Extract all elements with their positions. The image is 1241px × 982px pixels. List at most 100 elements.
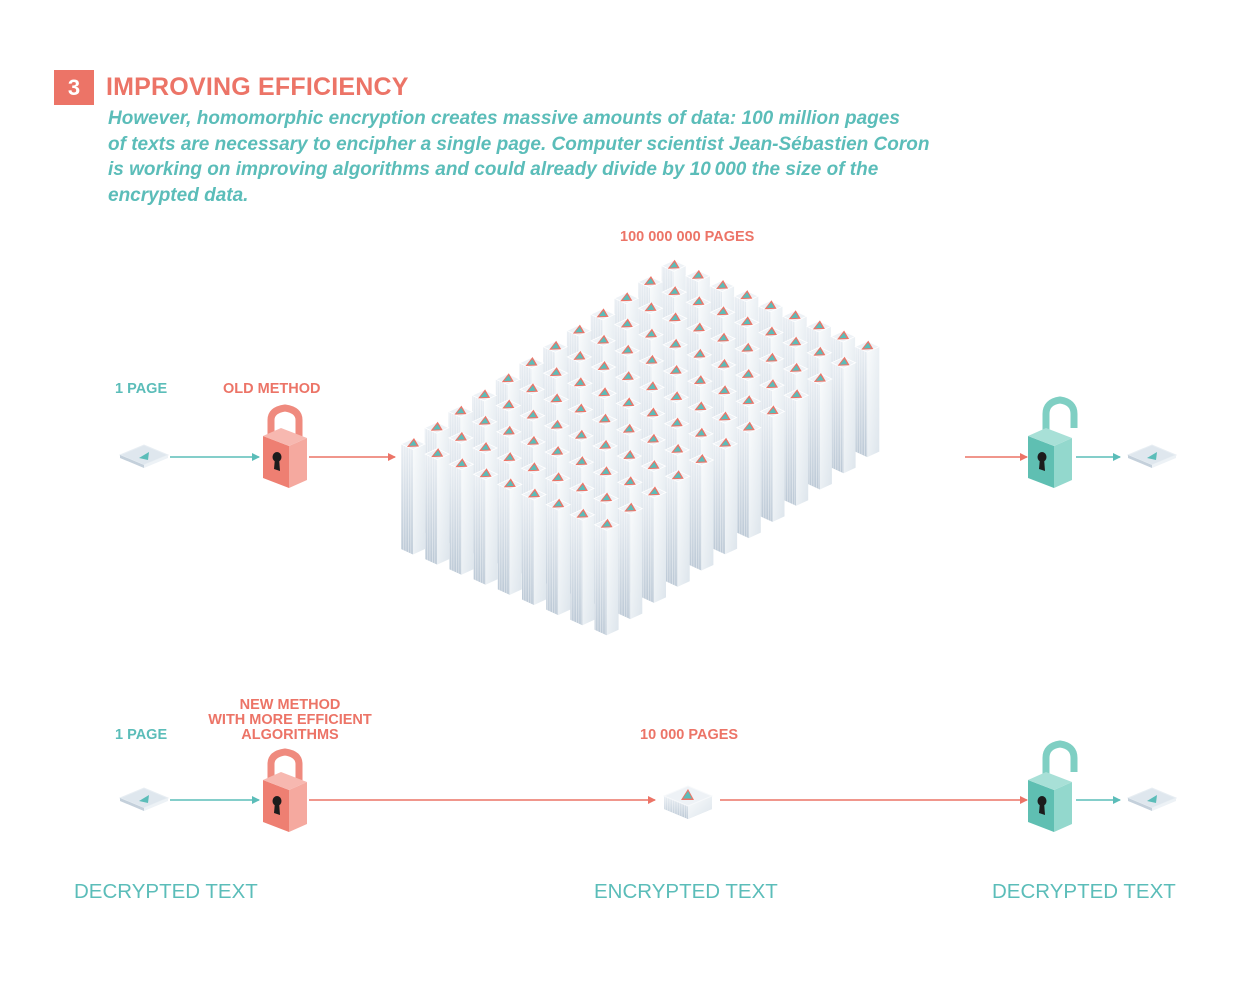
page-column-face xyxy=(497,484,510,595)
page-column-face xyxy=(576,379,584,385)
intro-line: encrypted data. xyxy=(108,184,249,206)
page-column-face xyxy=(506,480,514,487)
page-column-face xyxy=(673,446,681,452)
page-column-face xyxy=(551,369,560,375)
page-column-face xyxy=(719,361,728,367)
page-column-face xyxy=(646,304,655,311)
encrypted-pages-stack-small xyxy=(662,785,714,819)
page-column-face xyxy=(449,464,462,575)
page-column-face xyxy=(647,357,656,363)
intro-line: of texts are necessary to encipher a sin… xyxy=(108,133,930,155)
page-column-face xyxy=(598,310,607,317)
page-column-face xyxy=(744,371,752,377)
page-column-face xyxy=(790,312,799,319)
bottom-output-page-icon xyxy=(1127,787,1177,812)
page-column-face xyxy=(792,391,800,397)
page-column-face xyxy=(695,324,703,331)
page-column-face xyxy=(697,456,706,462)
page-column-face xyxy=(665,476,678,587)
page-column-face xyxy=(839,359,848,365)
page-column-face xyxy=(481,444,489,450)
page-column-face xyxy=(649,436,657,442)
page-column-face xyxy=(669,262,678,268)
page-column-face xyxy=(528,385,536,392)
page-column-face xyxy=(743,344,752,351)
page-column-face xyxy=(791,338,799,345)
page-column-face xyxy=(481,470,490,477)
page-column-face xyxy=(534,494,546,605)
page-column-face xyxy=(670,314,679,321)
page-column-face xyxy=(599,336,607,343)
page-column-face xyxy=(530,490,538,497)
new-method-label: NEW METHOD WITH MORE EFFICIENT ALGORITHM… xyxy=(190,698,390,743)
page-column-face xyxy=(630,508,643,620)
page-column-face xyxy=(505,428,513,434)
page-column-face xyxy=(672,393,680,400)
page-column-face xyxy=(767,328,775,335)
page-column-face xyxy=(766,302,775,308)
page-column-face xyxy=(551,343,559,349)
page-column-face xyxy=(696,377,704,383)
page-column-face xyxy=(816,375,824,381)
page-column-face xyxy=(527,359,536,365)
page-column-face xyxy=(553,448,561,454)
page-column-face xyxy=(721,440,729,446)
page-column-face xyxy=(529,438,537,444)
page-column-face xyxy=(694,298,703,304)
page-column-face xyxy=(720,387,728,393)
page-column-face xyxy=(648,383,656,389)
page-column-face xyxy=(594,524,607,636)
page-column-face xyxy=(623,347,632,353)
new-method-line: WITH MORE EFFICIENT xyxy=(208,712,372,728)
page-column-face xyxy=(855,346,868,458)
new-method-line: NEW METHOD xyxy=(239,697,341,713)
page-column-face xyxy=(602,494,610,501)
page-column-face xyxy=(529,464,538,470)
page-column-face xyxy=(433,450,441,456)
page-column-face xyxy=(677,476,690,587)
page-column-face xyxy=(650,488,658,495)
section-title: IMPROVING EFFICIENCY xyxy=(106,73,409,101)
page-column-face xyxy=(625,452,634,458)
page-column-face xyxy=(736,427,749,539)
page-column-face xyxy=(552,421,561,428)
page-column-face xyxy=(578,510,587,517)
page-column-face xyxy=(413,444,425,555)
new-method-lock-icon xyxy=(263,752,307,832)
page-column-face xyxy=(599,363,608,369)
page-column-face xyxy=(696,403,705,410)
page-column-face xyxy=(767,355,776,361)
page-column-face xyxy=(401,444,413,555)
page-column-face xyxy=(648,409,657,416)
page-column-face xyxy=(807,379,820,490)
page-column-face xyxy=(796,395,809,506)
bottom-unlocked-lock-icon xyxy=(1028,744,1074,832)
page-column-face xyxy=(768,407,777,414)
page-column-face xyxy=(575,353,584,359)
page-column-face xyxy=(505,454,514,460)
page-column-face xyxy=(671,367,680,373)
page-column-face xyxy=(647,330,655,337)
page-column-face xyxy=(694,272,702,278)
bottom-stack-label: 10 000 PAGES xyxy=(640,727,739,743)
footer-decrypted-left: DECRYPTED TEXT xyxy=(74,880,258,903)
new-method-line: ALGORITHMS xyxy=(241,727,339,743)
page-column-face xyxy=(606,524,619,636)
page-column-face xyxy=(473,474,486,585)
page-column-face xyxy=(624,373,632,379)
page-column-face xyxy=(600,389,608,396)
page-column-face xyxy=(720,413,729,420)
page-column-face xyxy=(624,399,633,406)
page-column-face xyxy=(552,395,560,402)
old-method-lock-icon xyxy=(263,408,307,488)
page-column-face xyxy=(577,458,586,464)
page-column-face xyxy=(522,494,534,605)
intro-line: However, homomorphic encryption creates … xyxy=(108,108,900,129)
page-column-face xyxy=(819,379,832,490)
page-column-face xyxy=(528,411,537,418)
page-column-face xyxy=(718,282,726,288)
page-column-face xyxy=(558,504,571,616)
page-column-face xyxy=(485,474,498,585)
page-column-face xyxy=(748,427,761,539)
